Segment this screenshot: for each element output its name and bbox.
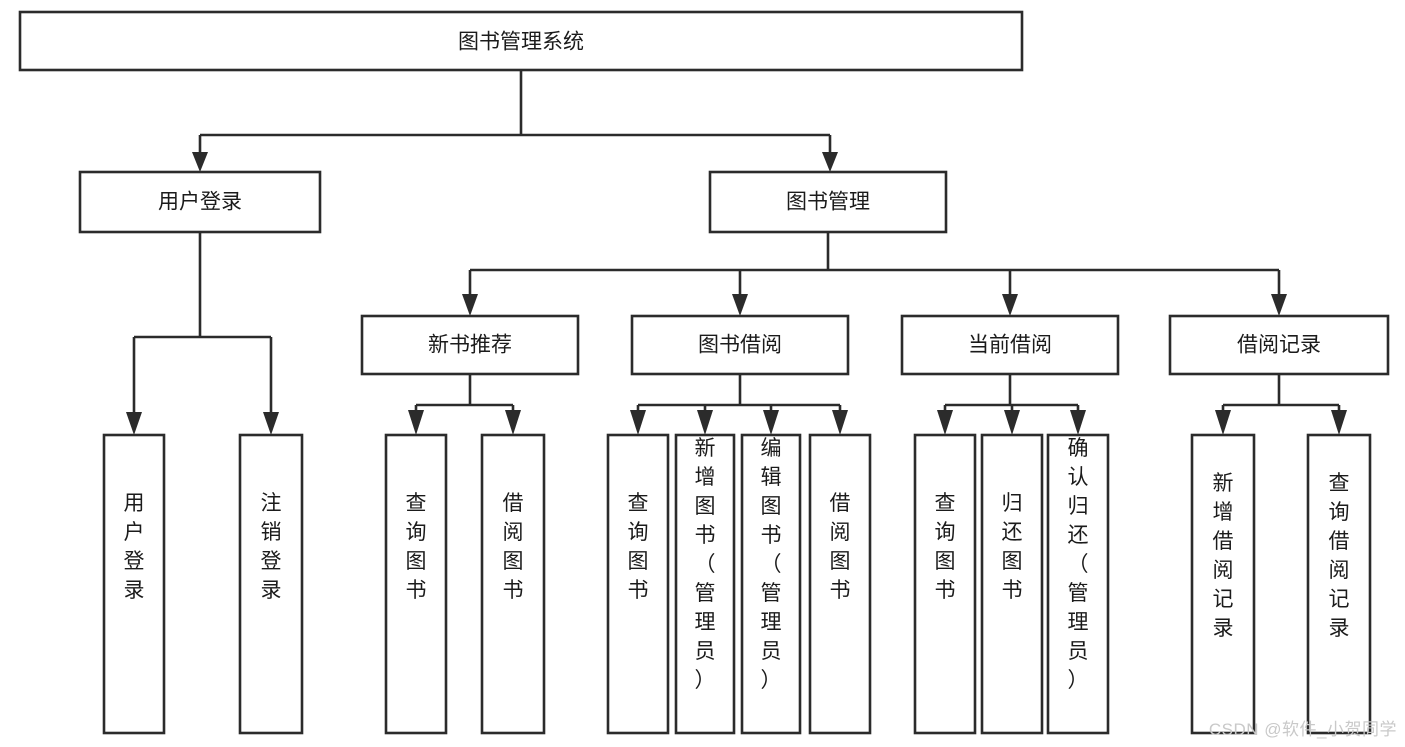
leaf-current-return-books-box[interactable] <box>980 433 1044 735</box>
node-book-borrow-box[interactable] <box>630 314 850 376</box>
leaf-current-query-books[interactable]: 查询图书 <box>913 433 977 735</box>
node-user-login-box[interactable] <box>78 170 322 234</box>
arrow-head-newbook-leaf-2 <box>505 410 521 435</box>
node-user-login[interactable]: 用户登录 <box>78 170 322 234</box>
leaf-user-login-box[interactable] <box>102 433 166 735</box>
node-new-book-recommend[interactable]: 新书推荐 <box>360 314 580 376</box>
node-book-management-box[interactable] <box>708 170 948 234</box>
node-new-book-recommend-label: 新书推荐 <box>428 334 512 357</box>
leaf-borrow-borrow-books-box[interactable] <box>808 433 872 735</box>
leaf-current-confirm-return-admin-box[interactable] <box>1046 433 1110 735</box>
connector-layer <box>126 70 1347 435</box>
node-layer: 图书管理系统 用户登录 图书管理 新书推荐 图书借阅 当前 <box>18 10 1390 735</box>
arrow-head-to-bookmgmt <box>822 152 838 172</box>
node-root-system[interactable]: 图书管理系统 <box>18 10 1024 72</box>
arrow-head-borrow-leaf-1 <box>630 410 646 435</box>
arrow-head-login-leaf-1 <box>126 412 142 435</box>
node-current-borrow-label: 当前借阅 <box>968 334 1052 357</box>
leaf-user-login-label: 用户登录 <box>124 492 145 602</box>
arrow-head-to-current <box>1002 294 1018 316</box>
leaf-newbook-query-books[interactable]: 查询图书 <box>384 433 448 735</box>
leaf-record-query-record[interactable]: 查询借阅记录 <box>1306 433 1372 735</box>
arrow-head-newbook-leaf-1 <box>408 410 424 435</box>
node-borrow-record-label: 借阅记录 <box>1237 334 1321 357</box>
leaf-user-logout-box[interactable] <box>238 433 304 735</box>
leaf-newbook-query-books-box[interactable] <box>384 433 448 735</box>
arrow-head-to-borrow <box>732 294 748 316</box>
arrow-head-borrow-leaf-3 <box>763 410 779 435</box>
node-new-book-recommend-box[interactable] <box>360 314 580 376</box>
leaf-borrow-add-book-admin-box[interactable] <box>674 433 736 735</box>
leaf-borrow-borrow-books-label: 借阅图书 <box>830 492 851 602</box>
arrow-head-to-newbook <box>462 294 478 316</box>
node-book-borrow-label: 图书借阅 <box>698 334 782 357</box>
leaf-current-confirm-return-admin-label: 确认归还（管理员） <box>1068 437 1089 692</box>
leaf-newbook-borrow-books-label: 借阅图书 <box>503 492 524 602</box>
node-current-borrow[interactable]: 当前借阅 <box>900 314 1120 376</box>
leaf-borrow-edit-book-admin[interactable]: 编辑图书（管理员） <box>740 433 802 735</box>
arrow-head-record-leaf-2 <box>1331 410 1347 435</box>
node-book-management[interactable]: 图书管理 <box>708 170 948 234</box>
leaf-borrow-edit-book-admin-label: 编辑图书（管理员） <box>761 437 782 692</box>
leaf-current-return-books[interactable]: 归还图书 <box>980 433 1044 735</box>
leaf-borrow-query-books[interactable]: 查询图书 <box>606 433 670 735</box>
leaf-newbook-query-books-label: 查询图书 <box>406 492 427 602</box>
leaf-current-query-books-label: 查询图书 <box>935 492 956 602</box>
node-root-system-label: 图书管理系统 <box>458 31 584 54</box>
leaf-record-query-record-label: 查询借阅记录 <box>1329 472 1350 640</box>
leaf-borrow-query-books-label: 查询图书 <box>628 492 649 602</box>
leaf-current-return-books-label: 归还图书 <box>1002 492 1023 602</box>
leaf-current-query-books-box[interactable] <box>913 433 977 735</box>
arrow-head-borrow-leaf-2 <box>697 410 713 435</box>
leaf-record-add-record-box[interactable] <box>1190 433 1256 735</box>
node-borrow-record[interactable]: 借阅记录 <box>1168 314 1390 376</box>
arrow-head-current-leaf-1 <box>937 410 953 435</box>
watermark-text: CSDN @软件_小贺同学 <box>1208 720 1397 739</box>
leaf-borrow-edit-book-admin-box[interactable] <box>740 433 802 735</box>
arrow-head-record-leaf-1 <box>1215 410 1231 435</box>
leaf-record-add-record[interactable]: 新增借阅记录 <box>1190 433 1256 735</box>
leaf-borrow-query-books-box[interactable] <box>606 433 670 735</box>
leaf-newbook-borrow-books-box[interactable] <box>480 433 546 735</box>
node-book-management-label: 图书管理 <box>786 191 870 214</box>
node-current-borrow-box[interactable] <box>900 314 1120 376</box>
leaf-user-login[interactable]: 用户登录 <box>102 433 166 735</box>
arrow-head-borrow-leaf-4 <box>832 410 848 435</box>
leaf-newbook-borrow-books[interactable]: 借阅图书 <box>480 433 546 735</box>
leaf-current-confirm-return-admin[interactable]: 确认归还（管理员） <box>1046 433 1110 735</box>
arrow-head-current-leaf-2 <box>1004 410 1020 435</box>
arrow-head-login-leaf-2 <box>263 412 279 435</box>
node-user-login-label: 用户登录 <box>158 191 242 214</box>
leaf-user-logout[interactable]: 注销登录 <box>238 433 304 735</box>
leaf-record-add-record-label: 新增借阅记录 <box>1213 472 1234 640</box>
arrow-head-to-record <box>1271 294 1287 316</box>
leaf-borrow-add-book-admin[interactable]: 新增图书（管理员） <box>674 433 736 735</box>
leaf-record-query-record-box[interactable] <box>1306 433 1372 735</box>
node-book-borrow[interactable]: 图书借阅 <box>630 314 850 376</box>
leaf-user-logout-label: 注销登录 <box>261 492 282 602</box>
leaf-borrow-add-book-admin-label: 新增图书（管理员） <box>695 437 716 692</box>
leaf-borrow-borrow-books[interactable]: 借阅图书 <box>808 433 872 735</box>
arrow-head-to-login <box>192 152 208 172</box>
arrow-head-current-leaf-3 <box>1070 410 1086 435</box>
node-borrow-record-box[interactable] <box>1168 314 1390 376</box>
node-root-system-box[interactable] <box>18 10 1024 72</box>
